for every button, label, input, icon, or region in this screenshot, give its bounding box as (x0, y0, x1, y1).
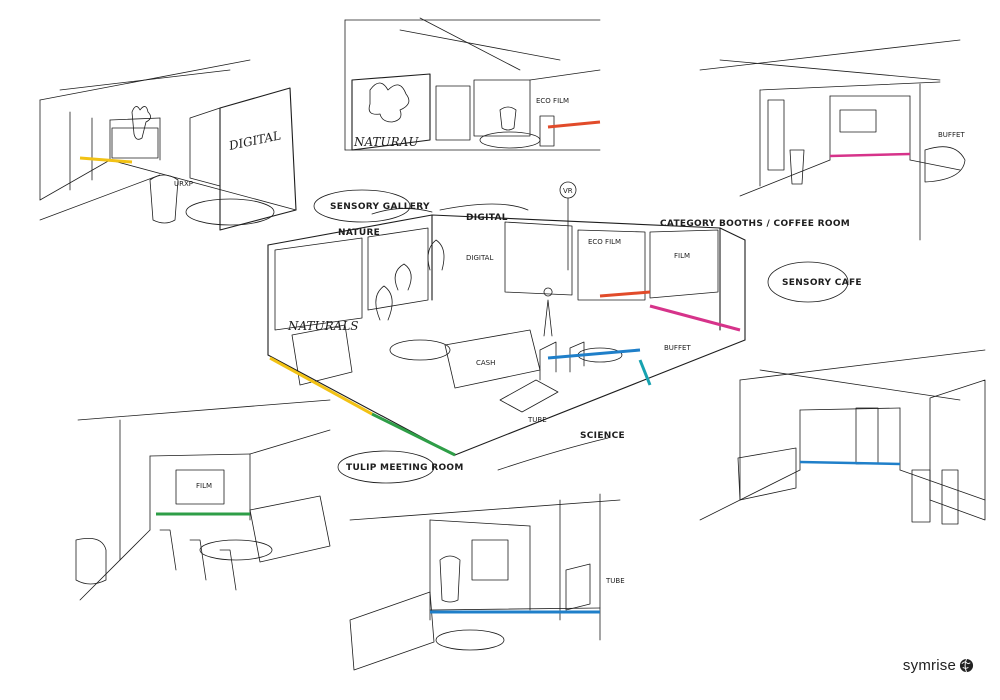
sketch-panel-corridor (699, 349, 986, 525)
callout-sensory-cafe (767, 261, 849, 303)
handwritten-tube-bottom: TUBE (605, 577, 625, 585)
label-digital: DIGITAL (466, 213, 508, 223)
handwritten-eco-film-top: ECO FILM (536, 97, 569, 105)
label-science: SCIENCE (580, 431, 625, 441)
handwritten-eco-film: ECO FILM (588, 238, 621, 246)
handwritten-film: FILM (674, 252, 690, 260)
handwritten-urxp: URXP (174, 180, 193, 188)
sketch-meeting-room (75, 399, 331, 601)
sketch-naturau-room (344, 17, 601, 151)
color-strip-magenta-top-right (829, 152, 911, 158)
sketch-digital-corridor (39, 59, 297, 231)
handwritten-naturals: NATURALS (287, 319, 359, 333)
handwritten-digital-top-left: DIGITAL (227, 128, 282, 153)
handwritten-vr: VR (563, 187, 573, 195)
color-strips-central (269, 290, 741, 457)
handwritten-buffet: BUFFET (664, 344, 691, 352)
color-strip-teal-right (799, 460, 901, 466)
callout-tulip-meeting-room (337, 450, 435, 484)
label-sensory-cafe: SENSORY CAFE (782, 278, 862, 288)
handwritten-buffet-right: BUFFET (938, 131, 965, 139)
handwritten-digital: DIGITAL (466, 254, 493, 262)
color-strip-red-top (547, 120, 601, 129)
label-sensory-gallery: SENSORY GALLERY (330, 202, 430, 212)
handwritten-naturau: NATURAU (353, 135, 419, 149)
sketch-science-room (349, 493, 621, 671)
label-category-booths: CATEGORY BOOTHS / COFFEE ROOM (660, 219, 850, 229)
sketch-buffet-corridor (699, 39, 966, 241)
handwritten-film-bottom: FILM (196, 482, 212, 490)
handwritten-tube: TUBE (527, 416, 547, 424)
central-floor-plan (267, 181, 746, 471)
label-tulip-meeting-room: TULIP MEETING ROOM (346, 463, 464, 473)
color-strip-yellow-top-left (79, 156, 133, 164)
label-nature: NATURE (338, 228, 380, 238)
callout-sensory-gallery (313, 189, 411, 223)
brand-name: symrise (902, 657, 956, 674)
handwritten-cash: CASH (476, 359, 495, 367)
globe-icon (959, 658, 974, 673)
